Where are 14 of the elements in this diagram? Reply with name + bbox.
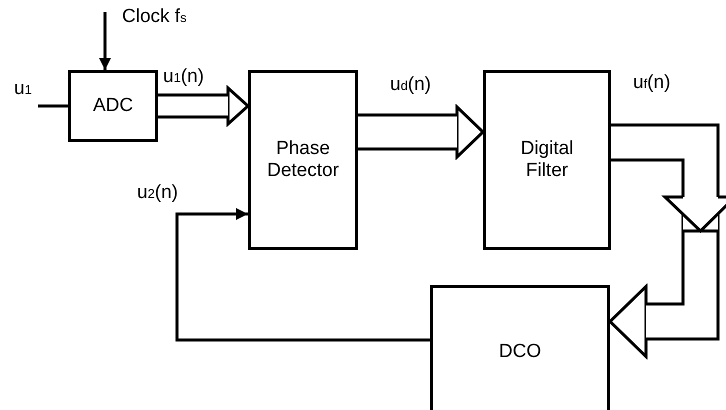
block-box	[430, 285, 610, 410]
bus-arrow	[608, 124, 720, 358]
block-box	[68, 70, 158, 142]
block-box	[248, 70, 358, 250]
signal-line	[38, 104, 68, 108]
block-label: Digital Filter	[520, 138, 574, 182]
block-box	[483, 70, 611, 250]
block-label: ADC	[92, 95, 134, 117]
arrow	[99, 12, 111, 70]
bus-arrow	[358, 106, 484, 158]
block-label: Phase Detector	[266, 138, 340, 182]
block-label: DCO	[498, 340, 542, 362]
bus-arrow	[158, 86, 250, 126]
arrow	[176, 208, 430, 342]
